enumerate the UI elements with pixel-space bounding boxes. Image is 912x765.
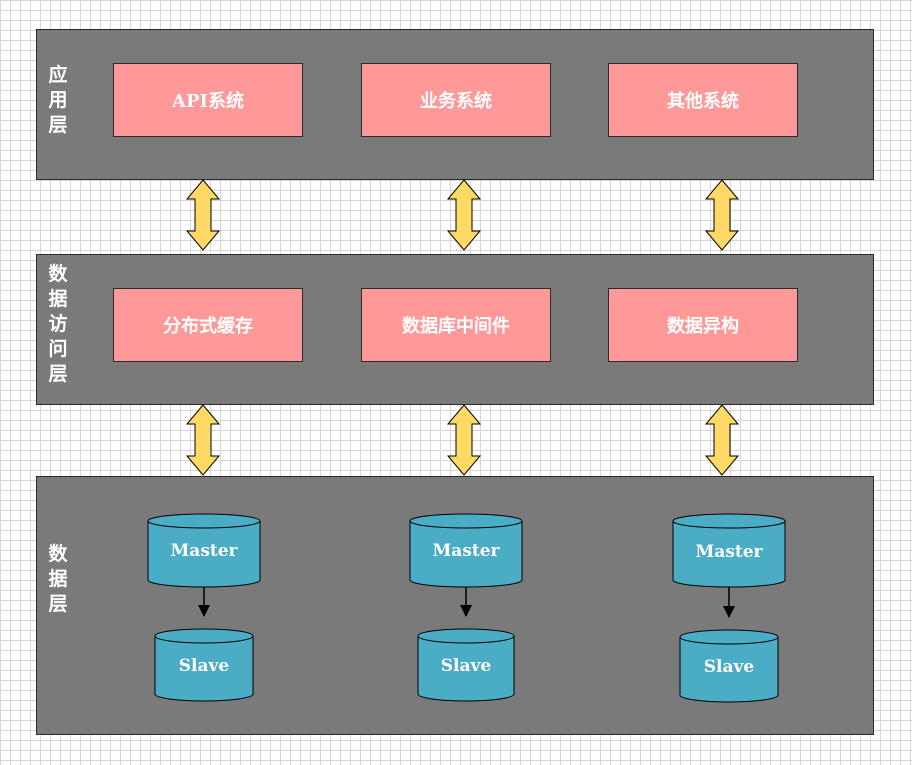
slave-database-label: Slave: [704, 657, 755, 677]
double-arrow-icon: [704, 404, 740, 476]
slave-database[interactable]: Slave: [417, 628, 515, 702]
master-database[interactable]: Master: [147, 513, 261, 588]
master-database-label: Master: [695, 542, 763, 562]
slave-database-label: Slave: [441, 656, 492, 676]
master-database[interactable]: Master: [672, 513, 786, 588]
module-database-middleware[interactable]: 数据库中间件: [361, 288, 551, 362]
double-arrow-icon: [185, 179, 221, 251]
slave-database[interactable]: Slave: [154, 628, 254, 702]
double-arrow-icon: [185, 404, 221, 476]
master-database-label: Master: [432, 541, 500, 561]
double-arrow-icon: [446, 179, 482, 251]
data-access-layer-label: 数 据 访 问 层: [48, 263, 68, 385]
module-distributed-cache[interactable]: 分布式缓存: [113, 288, 303, 362]
module-business-system[interactable]: 业务系统: [361, 63, 551, 137]
double-arrow-icon: [704, 179, 740, 251]
double-arrow-icon: [446, 404, 482, 476]
data-layer-label: 数 据 层: [48, 543, 68, 615]
slave-database-label: Slave: [179, 656, 230, 676]
module-other-system[interactable]: 其他系统: [608, 63, 798, 137]
master-database-label: Master: [170, 541, 238, 561]
master-database[interactable]: Master: [409, 513, 523, 588]
module-api-system[interactable]: API系统: [113, 63, 303, 137]
application-layer-label: 应 用 层: [48, 64, 68, 136]
module-data-heterogeneous[interactable]: 数据异构: [608, 288, 798, 362]
slave-database[interactable]: Slave: [679, 629, 779, 703]
